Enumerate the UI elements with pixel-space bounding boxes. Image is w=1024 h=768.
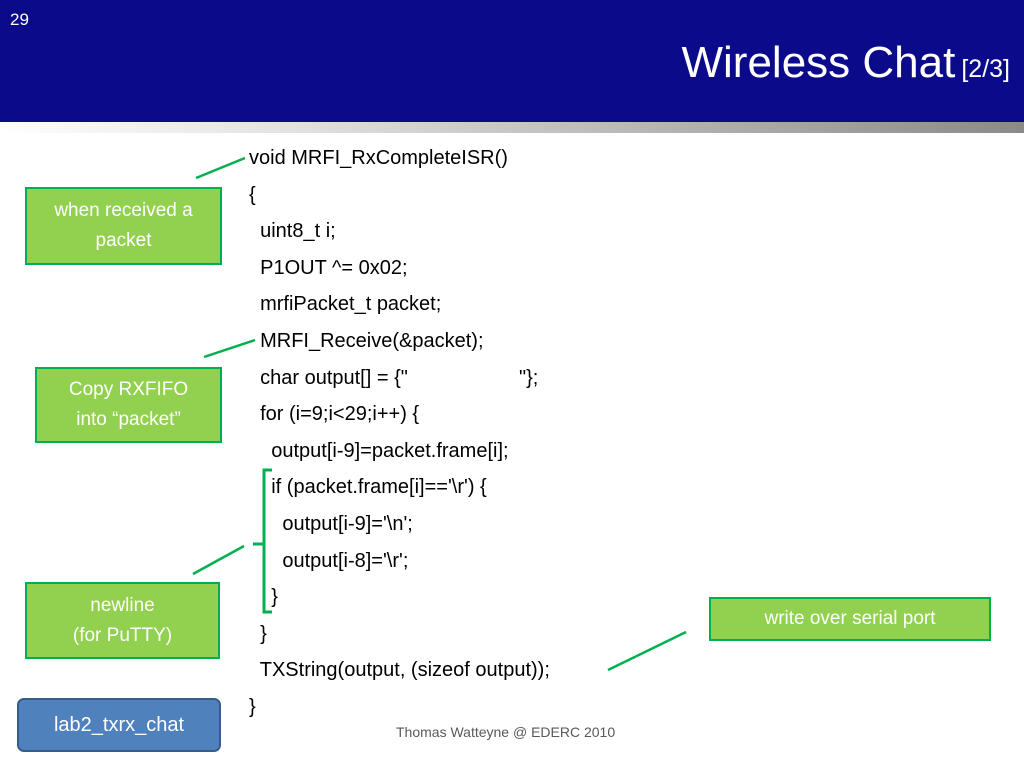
note-serial-port: write over serial port	[709, 597, 991, 641]
connector-received	[195, 156, 246, 180]
note-copy-rxfifo: Copy RXFIFO into “packet”	[35, 367, 222, 443]
note-copy-rxfifo-text: Copy RXFIFO into “packet”	[68, 379, 189, 430]
code-line: uint8_t i;	[249, 220, 336, 243]
slide-title: Wireless Chat[2/3]	[682, 38, 1011, 88]
title-bar: 29 Wireless Chat[2/3]	[0, 0, 1024, 122]
footer-credit: Thomas Watteyne @ EDERC 2010	[396, 724, 616, 740]
connector-serial	[607, 630, 687, 672]
connector-copy	[203, 338, 256, 359]
newline-bracket	[262, 468, 272, 614]
note-newline: newline (for PuTTY)	[25, 582, 220, 659]
code-line: }	[249, 622, 267, 645]
slide-number: 29	[10, 10, 29, 29]
code-line: }	[249, 586, 278, 609]
connector-newline	[192, 544, 245, 576]
note-newline-text: newline (for PuTTY)	[72, 594, 173, 646]
code-line: P1OUT ^= 0x02;	[249, 256, 408, 279]
code-line: void MRFI_RxCompleteISR()	[249, 147, 508, 169]
title-main: Wireless Chat	[681, 38, 956, 87]
header-divider	[0, 122, 1024, 133]
note-received-packet: when received a packet	[25, 187, 222, 265]
code-line: mrfiPacket_t packet;	[249, 293, 442, 316]
code-line: TXString(output, (sizeof output));	[249, 659, 550, 682]
code-line: output[i-9]=packet.frame[i];	[249, 439, 509, 462]
code-line: output[i-9]='\n';	[249, 512, 413, 535]
code-line: if (packet.frame[i]=='\r') {	[249, 476, 487, 499]
code-line: {	[249, 183, 256, 206]
code-line: output[i-8]='\r';	[249, 549, 409, 572]
title-subtitle: [2/3]	[961, 55, 1010, 83]
note-serial-port-text: write over serial port	[764, 608, 936, 629]
code-line: MRFI_Receive(&packet);	[249, 329, 484, 352]
lab2-txrx-chat-button[interactable]: lab2_txrx_chat	[17, 698, 221, 752]
code-line: for (i=9;i<29;i++) {	[249, 403, 420, 426]
code-line: }	[249, 695, 256, 718]
note-received-packet-text: when received a packet	[54, 200, 193, 251]
code-line: char output[] = {" "};	[249, 366, 539, 389]
code-block: void MRFI_RxCompleteISR() { uint8_t i; P1…	[249, 140, 550, 726]
